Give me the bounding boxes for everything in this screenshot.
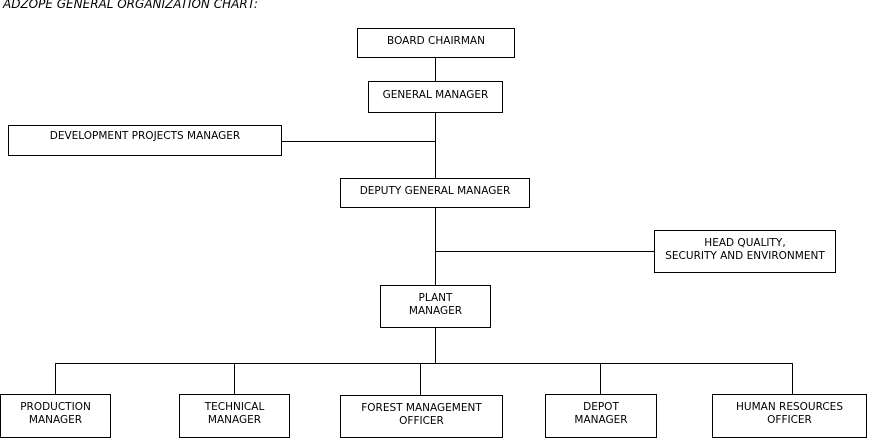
- node-production-manager: PRODUCTION MANAGER: [0, 394, 111, 438]
- node-development-projects-manager: DEVELOPMENT PROJECTS MANAGER: [8, 125, 282, 156]
- node-forest-management-officer: FOREST MANAGEMENT OFFICER: [340, 395, 503, 438]
- node-head-quality: HEAD QUALITY, SECURITY AND ENVIRONMENT: [654, 230, 836, 273]
- chart-title: ADZOPE GENERAL ORGANIZATION CHART:: [3, 0, 258, 11]
- node-general-manager: GENERAL MANAGER: [368, 81, 503, 113]
- node-depot-manager: DEPOT MANAGER: [545, 394, 657, 438]
- node-board-chairman: BOARD CHAIRMAN: [357, 28, 515, 58]
- node-human-resources-officer: HUMAN RESOURCES OFFICER: [712, 394, 867, 438]
- node-plant-manager: PLANT MANAGER: [380, 285, 491, 328]
- node-deputy-general-manager: DEPUTY GENERAL MANAGER: [340, 178, 530, 208]
- node-technical-manager: TECHNICAL MANAGER: [179, 394, 290, 438]
